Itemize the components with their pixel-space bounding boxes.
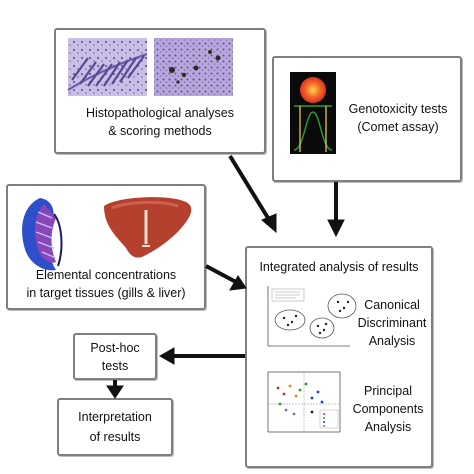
gill-illustration <box>22 198 63 271</box>
comet-assay-image <box>290 72 336 154</box>
integrated-title: Integrated analysis of results <box>259 260 419 274</box>
posthoc-label-line2: tests <box>101 359 129 373</box>
arrow-elemental-to-integrated <box>205 264 237 284</box>
histopathology-label-line1: Histopathological analyses <box>85 106 234 120</box>
pca-plot-thumbnail <box>267 371 341 433</box>
histopathology-label-line2: & scoring methods <box>108 124 212 138</box>
posthoc-label-line1: Post-hoc <box>90 341 140 355</box>
histology-gill-image <box>67 38 148 96</box>
pca-label-line3: Analysis <box>364 420 412 434</box>
histology-liver-image <box>154 38 233 96</box>
genotoxicity-label-line2: (Comet assay) <box>357 120 439 134</box>
elemental-label-line1: Elemental concentrations <box>35 268 177 282</box>
cda-label-line2: Discriminant <box>357 316 427 330</box>
genotoxicity-label-line1: Genotoxicity tests <box>348 102 448 116</box>
interpretation-box <box>57 398 173 456</box>
pca-label-line1: Principal <box>364 384 412 398</box>
elemental-label-line2: in target tissues (gills & liver) <box>26 286 186 300</box>
arrows <box>106 154 345 399</box>
liver-illustration <box>104 197 192 258</box>
pca-label-line2: Components <box>352 402 424 416</box>
interpretation-label-line2: of results <box>89 430 141 444</box>
posthoc-box <box>73 333 157 380</box>
cda-label-line1: Canonical <box>364 298 420 312</box>
cda-label-line3: Analysis <box>368 334 416 348</box>
cda-plot-thumbnail <box>267 286 357 347</box>
arrow-histopathology-to-integrated <box>228 154 270 220</box>
interpretation-label-line1: Interpretation <box>78 410 152 424</box>
